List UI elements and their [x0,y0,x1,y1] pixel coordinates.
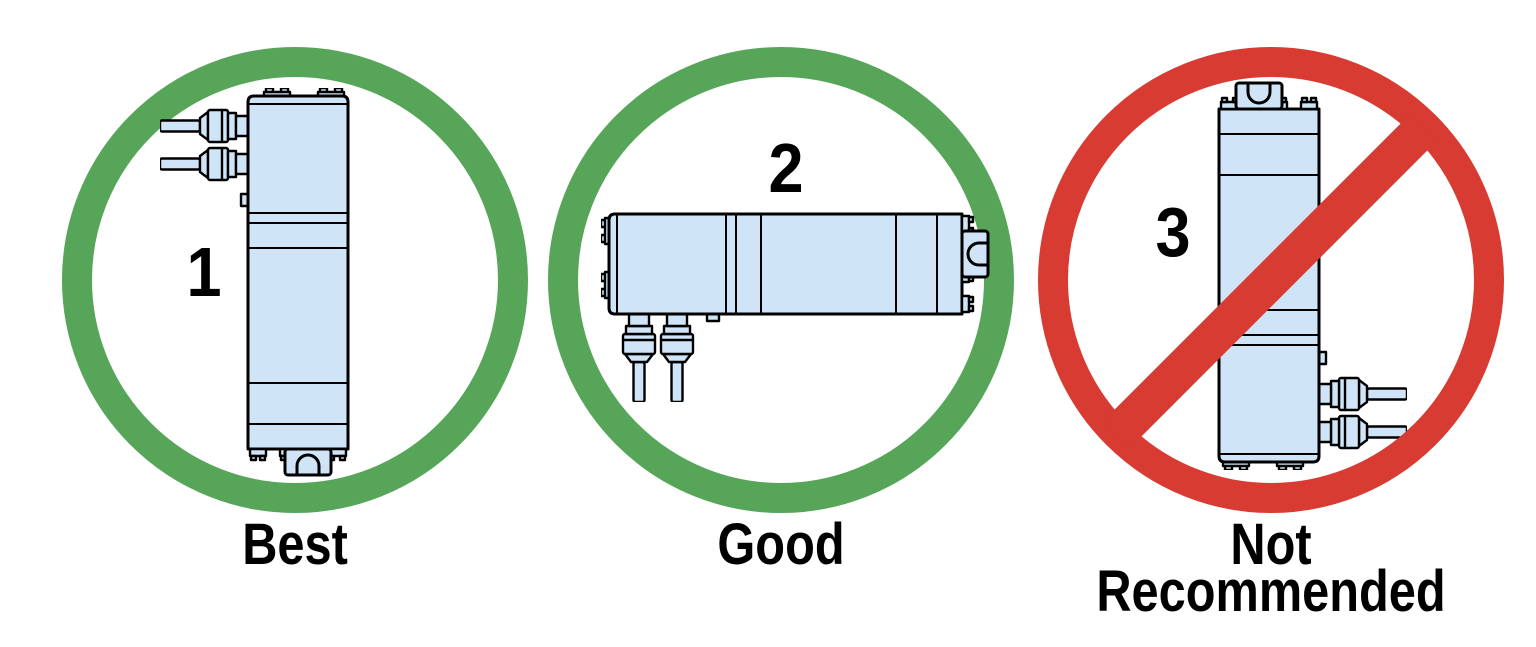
figure-number: 1 [186,233,222,311]
caption-line-2: Recommended [1096,559,1446,624]
approval-ring-icon [548,47,1014,513]
figure-caption: Best [242,512,348,577]
figure-number: 2 [768,129,804,207]
figure-number: 3 [1155,193,1191,271]
figure-caption: Not Recommended [1053,516,1490,621]
approval-ring-icon [62,47,528,513]
instrument-rotation-wrapper [601,212,991,402]
prohibition-ring-icon [1038,47,1504,513]
instrument-illustration-horizontal [601,212,991,402]
caption-line-1: Not [1230,512,1312,577]
mounting-option-good: 2 Good [521,0,1041,647]
mounting-option-not-recommended: 3 Not Recommended [1011,0,1531,647]
figure-caption: Good [717,512,845,577]
mounting-option-best: 1 Best [35,0,555,647]
